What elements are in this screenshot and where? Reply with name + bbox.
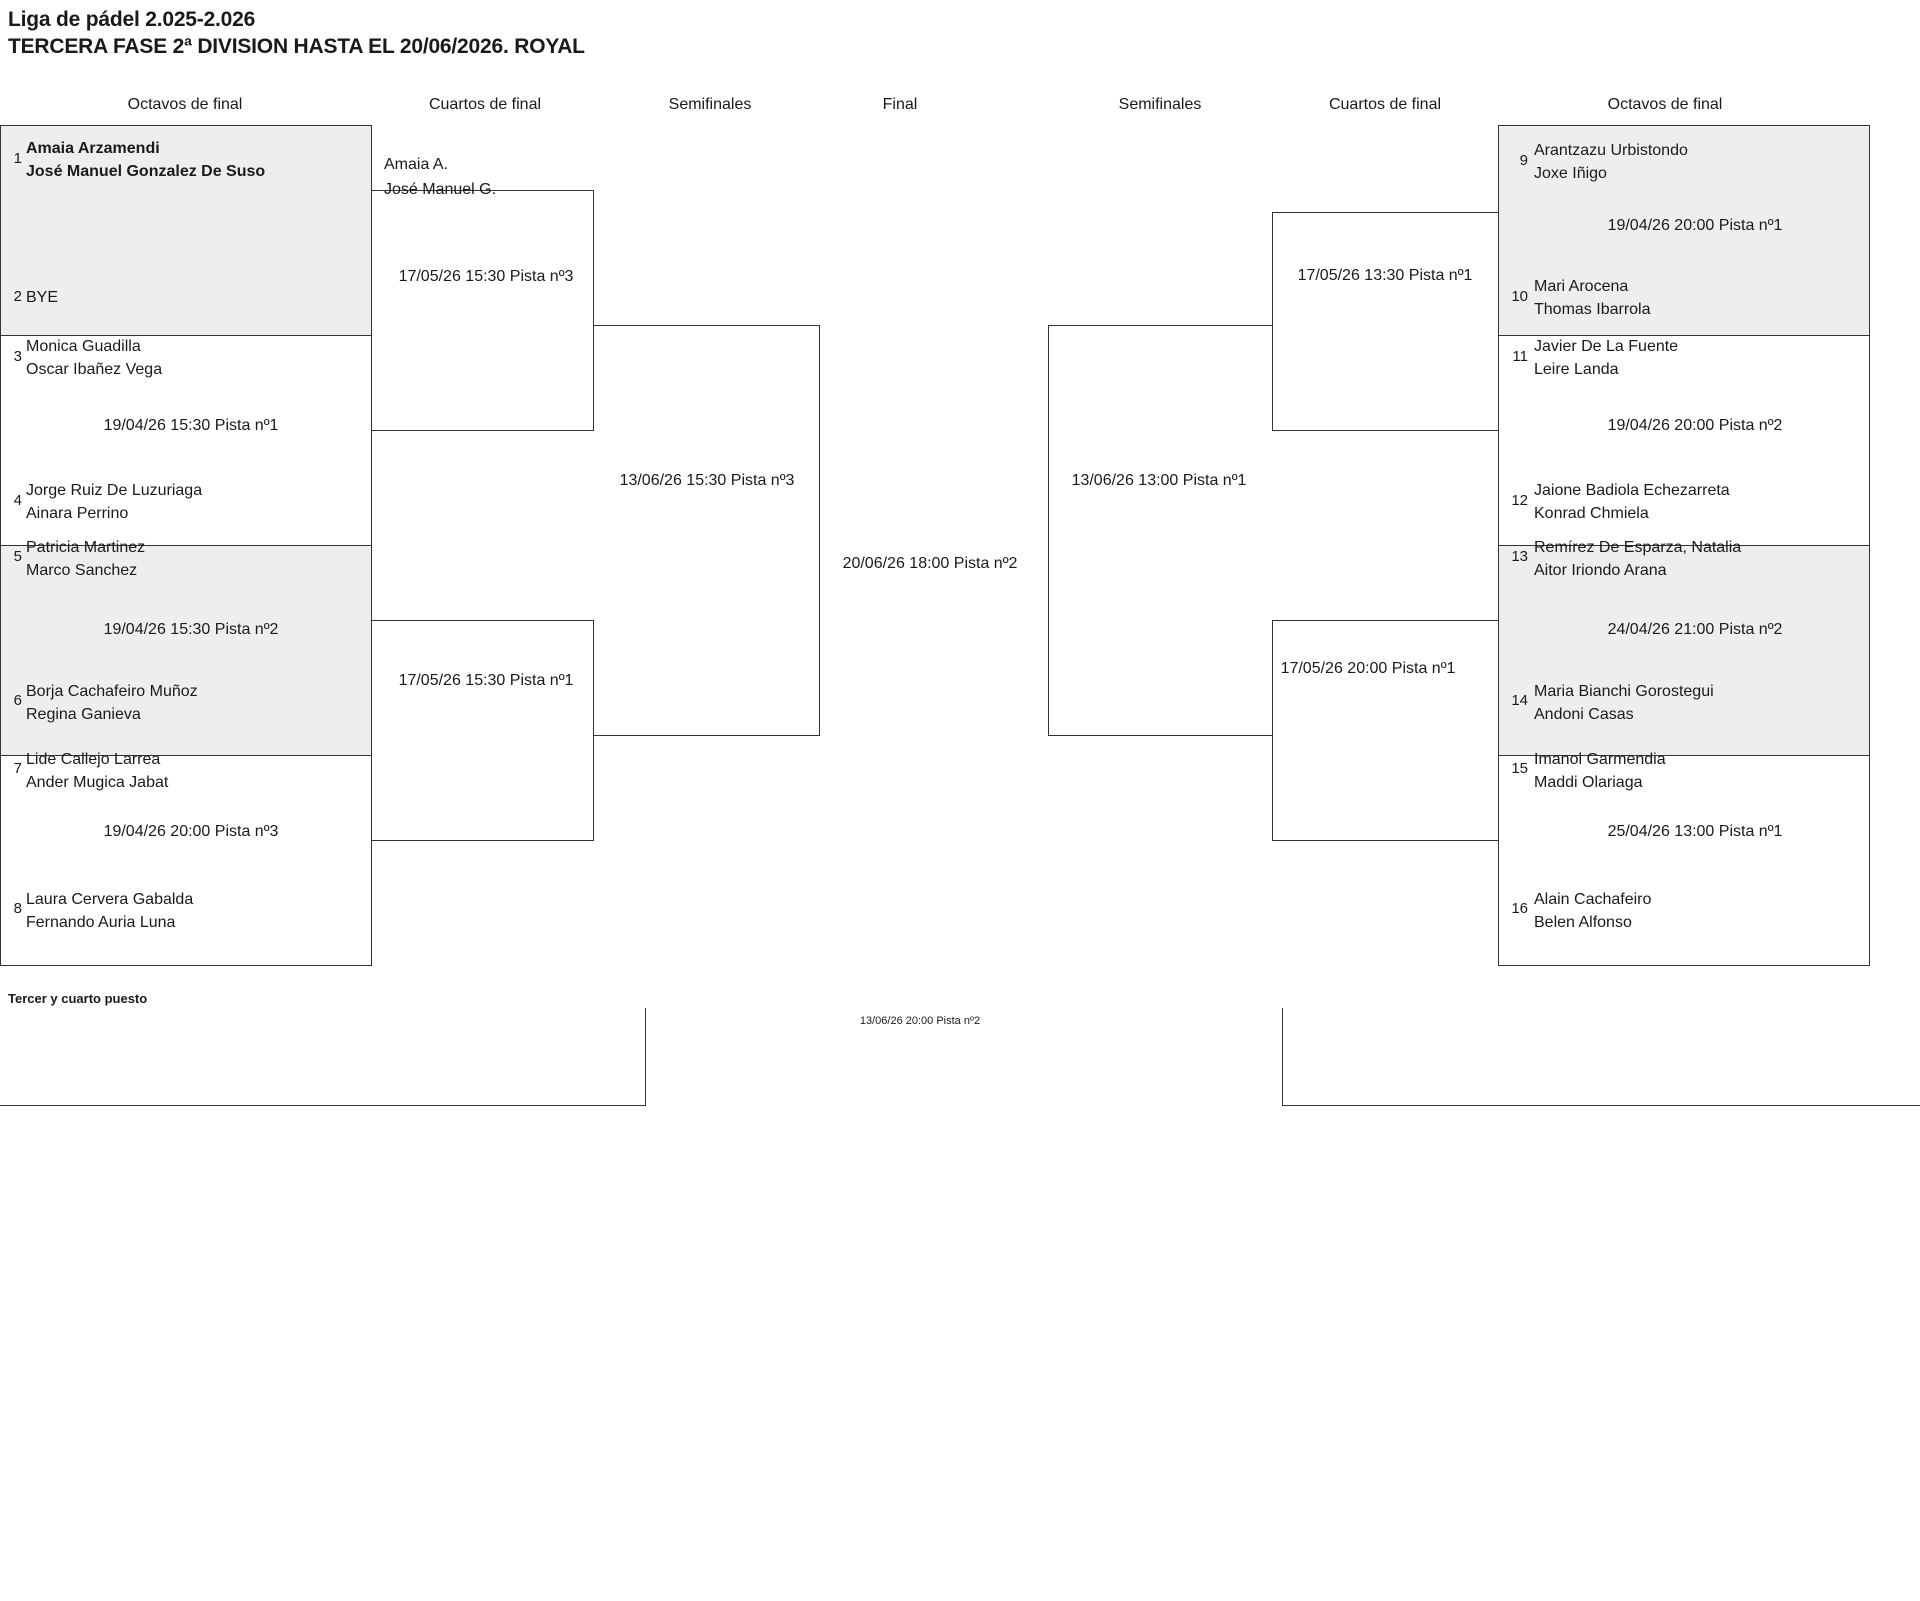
team-name-10a: Mari Arocena [1534,278,1629,295]
team-name-16a: Alain Cachafeiro [1534,891,1652,908]
match-info-left-3: 19/04/26 15:30 Pista nº2 [103,621,279,638]
team-name-3b: Oscar Ibañez Vega [26,361,163,378]
team-name-13b: Aitor Iriondo Arana [1534,562,1667,579]
team-name-12b: Konrad Chmiela [1534,505,1649,522]
seed-number-6: 6 [13,692,22,709]
round-header-right-sf: Semifinales [1118,96,1202,113]
seed-number-4: 4 [13,492,22,509]
match-info-right-sf: 13/06/26 13:00 Pista nº1 [1071,472,1247,489]
seed-number-15: 15 [1511,760,1528,777]
page-title: Liga de pádel 2.025-2.026 TERCERA FASE 2… [8,6,1108,60]
team-name-6a: Borja Cachafeiro Muñoz [26,683,198,700]
match-info-left-4: 19/04/26 20:00 Pista nº3 [103,823,279,840]
seed-number-11: 11 [1512,348,1528,365]
match-info-left-2: 19/04/26 15:30 Pista nº1 [103,417,279,434]
match-box-left-3[interactable] [0,545,372,756]
team-name-7b: Ander Mugica Jabat [26,774,169,791]
third-place-label: Tercer y cuarto puesto [8,991,148,1006]
connector-right-qf-bottom [1272,620,1498,841]
round-header-final: Final [882,96,918,113]
connector-left-sf [594,325,820,736]
team-name-2a: BYE [26,289,59,306]
match-info-right-qf-1: 17/05/26 13:30 Pista nº1 [1297,267,1473,284]
match-info-left-qf-1: 17/05/26 15:30 Pista nº3 [398,268,574,285]
team-name-4a: Jorge Ruiz De Luzuriaga [26,482,203,499]
qf-winner-left-b: José Manuel G. [384,181,497,198]
team-name-11b: Leire Landa [1534,361,1619,378]
connector-third-place-left [0,1008,646,1106]
team-name-12a: Jaione Badiola Echezarreta [1534,482,1730,499]
team-name-3a: Monica Guadilla [26,338,141,355]
match-info-right-4: 25/04/26 13:00 Pista nº1 [1607,823,1783,840]
team-name-16b: Belen Alfonso [1534,914,1632,931]
seed-number-8: 8 [13,900,22,917]
match-info-right-1: 19/04/26 20:00 Pista nº1 [1607,217,1783,234]
title-line-1: Liga de pádel 2.025-2.026 [8,8,256,31]
seed-number-12: 12 [1511,492,1528,509]
round-header-left-r16: Octavos de final [127,96,243,113]
match-info-final: 20/06/26 18:00 Pista nº2 [842,555,1018,572]
team-name-11a: Javier De La Fuente [1534,338,1679,355]
match-info-left-sf: 13/06/26 15:30 Pista nº3 [619,472,795,489]
seed-number-2: 2 [13,288,22,305]
seed-number-13: 13 [1511,548,1528,565]
team-name-10b: Thomas Ibarrola [1534,301,1651,318]
match-info-third-place: 13/06/26 20:00 Pista nº2 [859,1015,981,1027]
match-info-right-qf-2: 17/05/26 20:00 Pista nº1 [1280,660,1456,677]
match-info-right-3: 24/04/26 21:00 Pista nº2 [1607,621,1783,638]
match-box-right-4[interactable] [1498,755,1870,966]
connector-third-place-right [1282,1008,1920,1106]
seed-number-5: 5 [13,548,22,565]
match-info-right-2: 19/04/26 20:00 Pista nº2 [1607,417,1783,434]
team-name-1b: José Manuel Gonzalez De Suso [26,163,266,180]
seed-number-14: 14 [1511,692,1528,709]
team-name-13a: Remírez De Esparza, Natalia [1534,539,1742,556]
team-name-15b: Maddi Olariaga [1534,774,1643,791]
match-box-left-4[interactable] [0,755,372,966]
connector-left-qf-bottom [372,620,594,841]
team-name-8b: Fernando Auria Luna [26,914,176,931]
team-name-15a: Imanol Garmendia [1534,751,1666,768]
match-info-left-qf-2: 17/05/26 15:30 Pista nº1 [398,672,574,689]
round-header-right-r16: Octavos de final [1607,96,1723,113]
title-line-2: TERCERA FASE 2ª DIVISION HASTA EL 20/06/… [8,35,585,58]
team-name-6b: Regina Ganieva [26,706,141,723]
match-box-right-2[interactable] [1498,335,1870,546]
connector-right-qf-top [1272,212,1498,431]
team-name-4b: Ainara Perrino [26,505,129,522]
match-box-left-2[interactable] [0,335,372,546]
seed-number-9: 9 [1519,152,1528,169]
team-name-14a: Maria Bianchi Gorostegui [1534,683,1714,700]
seed-number-1: 1 [13,150,22,167]
connector-left-qf-top [372,190,594,431]
qf-winner-left-a: Amaia A. [384,156,449,173]
seed-number-7: 7 [13,760,22,777]
match-box-left-1[interactable] [0,125,372,336]
round-header-left-qf: Cuartos de final [428,96,542,113]
team-name-8a: Laura Cervera Gabalda [26,891,194,908]
team-name-5b: Marco Sanchez [26,562,138,579]
connector-right-sf [1048,325,1272,736]
team-name-9b: Joxe Iñigo [1534,165,1607,182]
team-name-7a: Lide Callejo Larrea [26,751,161,768]
team-name-5a: Patricia Martinez [26,539,146,556]
team-name-14b: Andoni Casas [1534,706,1634,723]
seed-number-10: 10 [1511,288,1528,305]
seed-number-16: 16 [1511,900,1528,917]
seed-number-3: 3 [13,348,22,365]
team-name-1a: Amaia Arzamendi [26,140,160,157]
team-name-9a: Arantzazu Urbistondo [1534,142,1688,159]
match-box-right-1[interactable] [1498,125,1870,336]
round-header-left-sf: Semifinales [668,96,752,113]
round-header-right-qf: Cuartos de final [1328,96,1442,113]
